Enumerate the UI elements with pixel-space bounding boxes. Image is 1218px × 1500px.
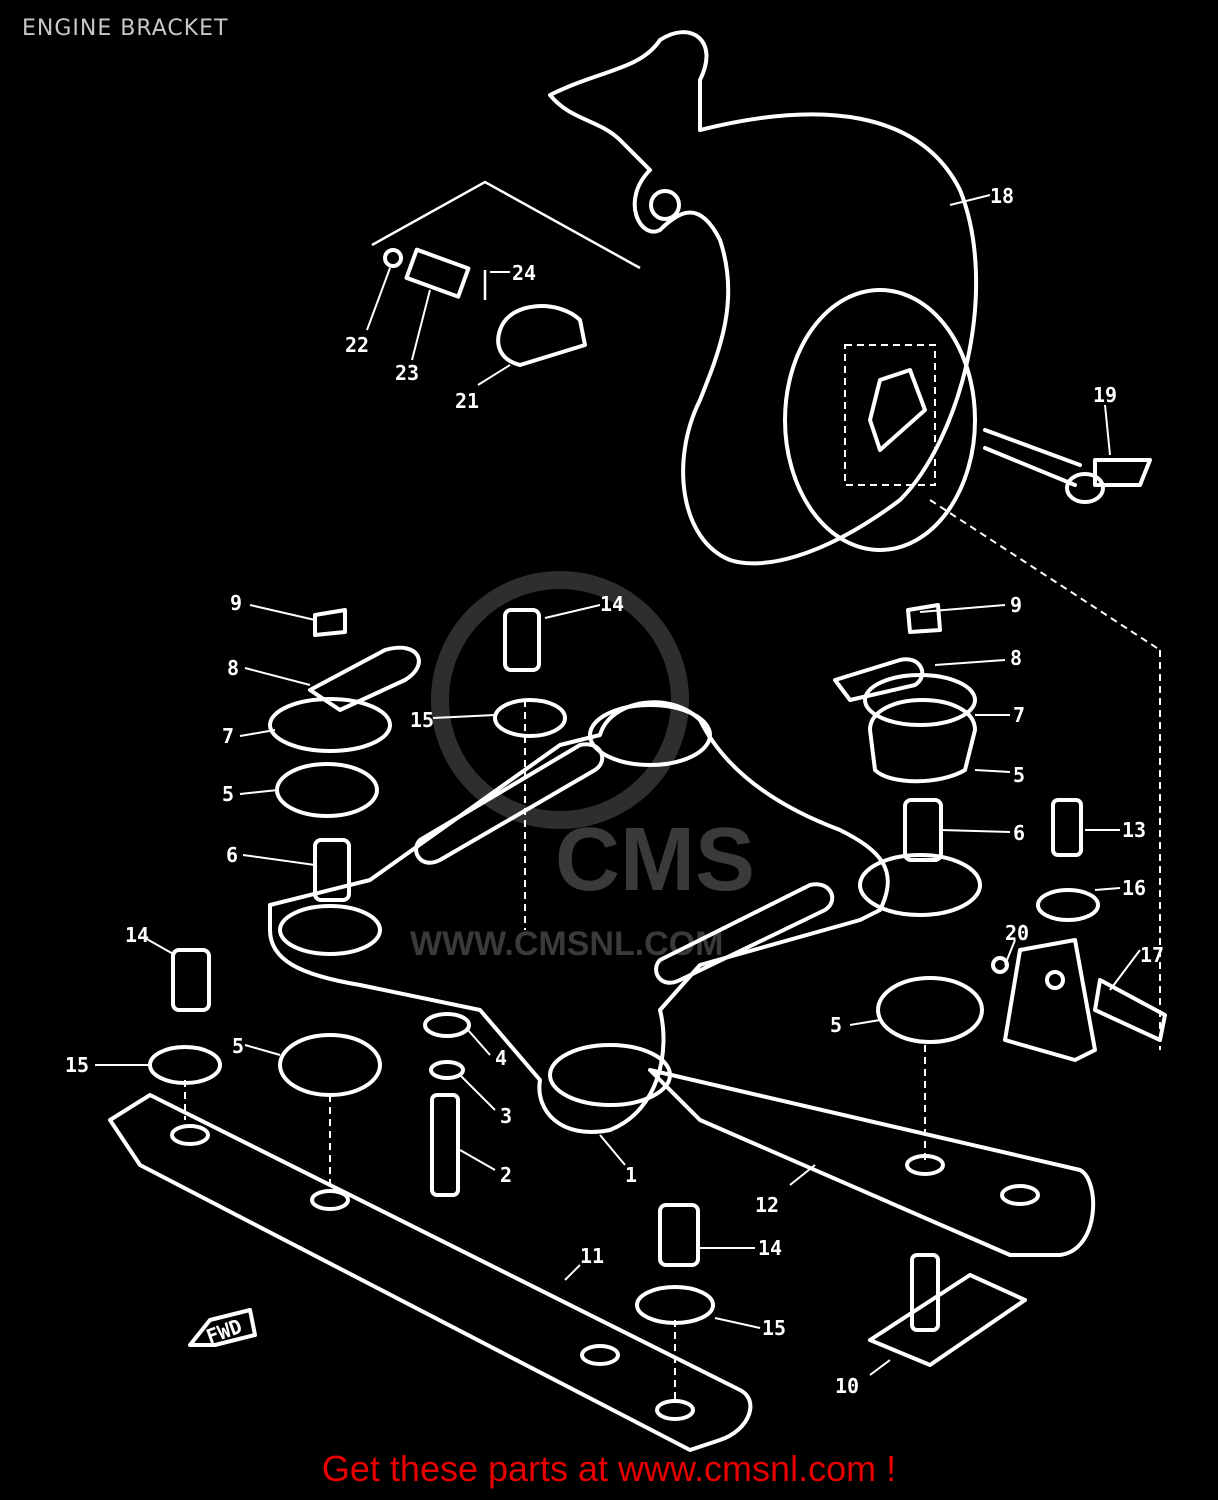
- callout-6-b: 6: [1013, 821, 1025, 845]
- callout-13: 13: [1122, 818, 1146, 842]
- callout-7-a: 7: [222, 724, 234, 748]
- watermark-brand: CMS: [555, 810, 755, 910]
- callout-14-b: 14: [125, 923, 149, 947]
- small-hardware: [148, 608, 1100, 1325]
- callout-18: 18: [990, 184, 1014, 208]
- callout-14-a: 14: [600, 592, 624, 616]
- callout-23: 23: [395, 361, 419, 385]
- callout-5-a: 5: [222, 782, 234, 806]
- callout-15-a: 15: [410, 708, 434, 732]
- callout-24: 24: [512, 261, 536, 285]
- callout-21: 21: [455, 389, 479, 413]
- leader-lines: [95, 194, 1161, 1400]
- callout-8-b: 8: [1010, 646, 1022, 670]
- callout-5-c: 5: [232, 1034, 244, 1058]
- callout-11: 11: [580, 1244, 604, 1268]
- callout-15-b: 15: [65, 1053, 89, 1077]
- callout-1: 1: [625, 1163, 637, 1187]
- callout-2: 2: [500, 1163, 512, 1187]
- callout-14-c: 14: [758, 1236, 782, 1260]
- main-bracket: [268, 700, 982, 1134]
- callout-22: 22: [345, 333, 369, 357]
- bolt-19: [983, 428, 1152, 504]
- callout-20: 20: [1005, 921, 1029, 945]
- callout-4: 4: [495, 1046, 507, 1070]
- lower-bracket-10: [868, 1253, 1027, 1367]
- callout-labels: 1 2 3 4 5 5 5 5 6 6 7 7 8 8 9 9 10 11 12…: [65, 184, 1164, 1398]
- callout-5-b: 5: [1013, 763, 1025, 787]
- callout-5-d: 5: [830, 1013, 842, 1037]
- callout-12: 12: [755, 1193, 779, 1217]
- footer-promo-text: Get these parts at www.cmsnl.com !: [321, 1448, 897, 1489]
- rear-guard: [548, 30, 979, 566]
- callout-9-a: 9: [230, 591, 242, 615]
- right-mounts: [833, 603, 984, 1044]
- callout-9-b: 9: [1010, 593, 1022, 617]
- knob-assembly: [371, 180, 641, 367]
- fwd-arrow: FWD: [188, 1308, 257, 1349]
- callout-8-a: 8: [227, 656, 239, 680]
- watermark: CMS WWW.CMSNL.COM: [410, 571, 755, 963]
- callout-6-a: 6: [226, 843, 238, 867]
- page-title: ENGINE BRACKET: [22, 16, 229, 41]
- callout-16: 16: [1122, 876, 1146, 900]
- callout-10: 10: [835, 1374, 859, 1398]
- callout-7-b: 7: [1013, 703, 1025, 727]
- callout-19: 19: [1093, 383, 1117, 407]
- callout-15-c: 15: [762, 1316, 786, 1340]
- left-mounts: [268, 608, 421, 1097]
- callout-3: 3: [500, 1104, 512, 1128]
- watermark-url: WWW.CMSNL.COM: [410, 925, 724, 963]
- callout-17: 17: [1140, 943, 1164, 967]
